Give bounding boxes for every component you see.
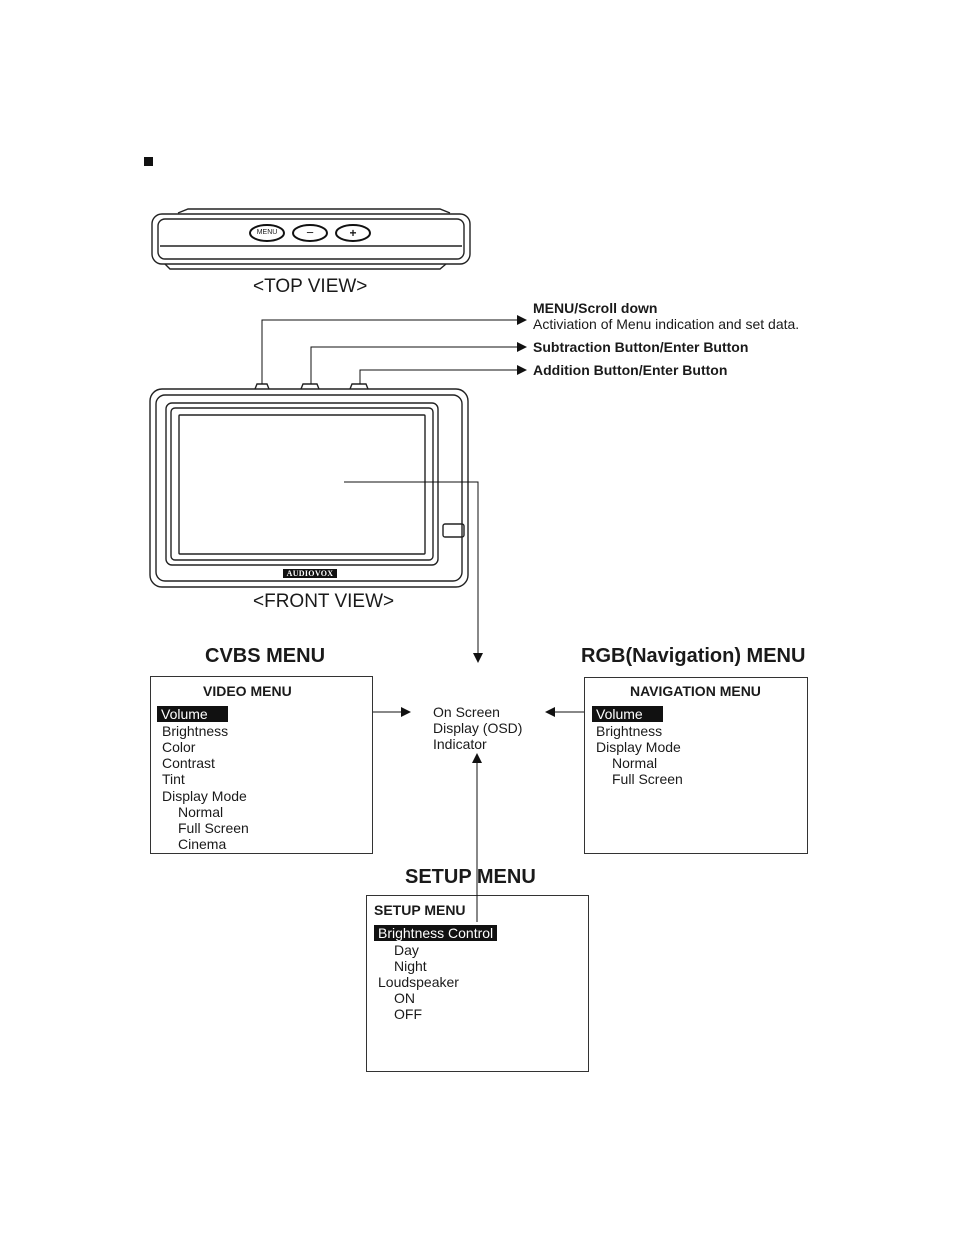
top-view-plus-button[interactable] <box>335 224 371 242</box>
minus-button-label: − <box>306 225 314 240</box>
video-menu-item-cinema[interactable]: Cinema <box>178 836 227 852</box>
navigation-menu-item-display-mode[interactable]: Display Mode <box>596 739 681 755</box>
setup-menu-box: SETUP MENU Brightness Control Day Night … <box>366 895 589 1072</box>
top-view-device <box>151 208 471 270</box>
osd-line-1: On Screen <box>433 704 500 720</box>
annotation-menu-desc: Activiation of Menu indication and set d… <box>533 316 800 332</box>
plus-button-label: + <box>349 226 357 240</box>
navigation-menu-item-normal[interactable]: Normal <box>612 755 658 771</box>
section-bullet-icon <box>144 157 153 166</box>
video-menu-box: VIDEO MENU Volume Brightness Color Contr… <box>150 676 373 854</box>
top-view-label: <TOP VIEW> <box>253 276 368 297</box>
annotation-subtraction: Subtraction Button/Enter Button <box>533 339 749 355</box>
top-view-menu-button[interactable] <box>249 224 285 242</box>
navigation-menu-item-full-screen[interactable]: Full Screen <box>612 771 683 787</box>
video-menu-item-brightness[interactable]: Brightness <box>162 723 229 739</box>
annotation-addition: Addition Button/Enter Button <box>533 362 728 378</box>
video-menu-item-volume[interactable]: Volume <box>157 706 228 722</box>
brand-plate <box>283 569 337 578</box>
video-menu-item-color[interactable]: Color <box>162 739 196 755</box>
navigation-menu-item-volume[interactable]: Volume <box>592 706 663 722</box>
navigation-menu-header: NAVIGATION MENU <box>630 683 761 699</box>
setup-menu-header: SETUP MENU <box>374 902 466 918</box>
video-menu-header: VIDEO MENU <box>203 683 292 699</box>
osd-line-3: Indicator <box>433 736 487 752</box>
setup-menu-item-brightness-control[interactable]: Brightness Control <box>374 925 498 941</box>
video-menu-item-full-screen[interactable]: Full Screen <box>178 820 249 836</box>
osd-line-2: Display (OSD) <box>433 720 523 736</box>
video-menu-item-display-mode[interactable]: Display Mode <box>162 788 247 804</box>
setup-menu-item-day[interactable]: Day <box>394 942 419 958</box>
navigation-menu-box: NAVIGATION MENU Volume Brightness Displa… <box>584 677 808 854</box>
rgb-menu-title: RGB(Navigation) MENU <box>581 645 806 667</box>
setup-menu-item-on[interactable]: ON <box>394 990 415 1006</box>
setup-menu-item-night[interactable]: Night <box>394 958 427 974</box>
osd-indicator: On Screen Display (OSD) Indicator <box>433 704 522 752</box>
setup-menu-item-off[interactable]: OFF <box>394 1006 422 1022</box>
menu-button-label: MENU <box>256 229 278 236</box>
setup-menu-title: SETUP MENU <box>405 866 536 888</box>
top-view-minus-button[interactable] <box>292 224 328 242</box>
video-menu-item-normal[interactable]: Normal <box>178 804 224 820</box>
annotation-menu-title: MENU/Scroll down <box>533 300 658 316</box>
setup-menu-item-loudspeaker[interactable]: Loudspeaker <box>378 974 459 990</box>
cvbs-menu-title: CVBS MENU <box>205 645 326 667</box>
video-menu-item-contrast[interactable]: Contrast <box>162 755 215 771</box>
front-view-label: <FRONT VIEW> <box>253 591 395 612</box>
video-menu-item-tint[interactable]: Tint <box>162 771 185 787</box>
brand-logo: AUDIOVOX <box>286 569 334 578</box>
front-view-device <box>149 383 469 588</box>
navigation-menu-item-brightness[interactable]: Brightness <box>596 723 663 739</box>
